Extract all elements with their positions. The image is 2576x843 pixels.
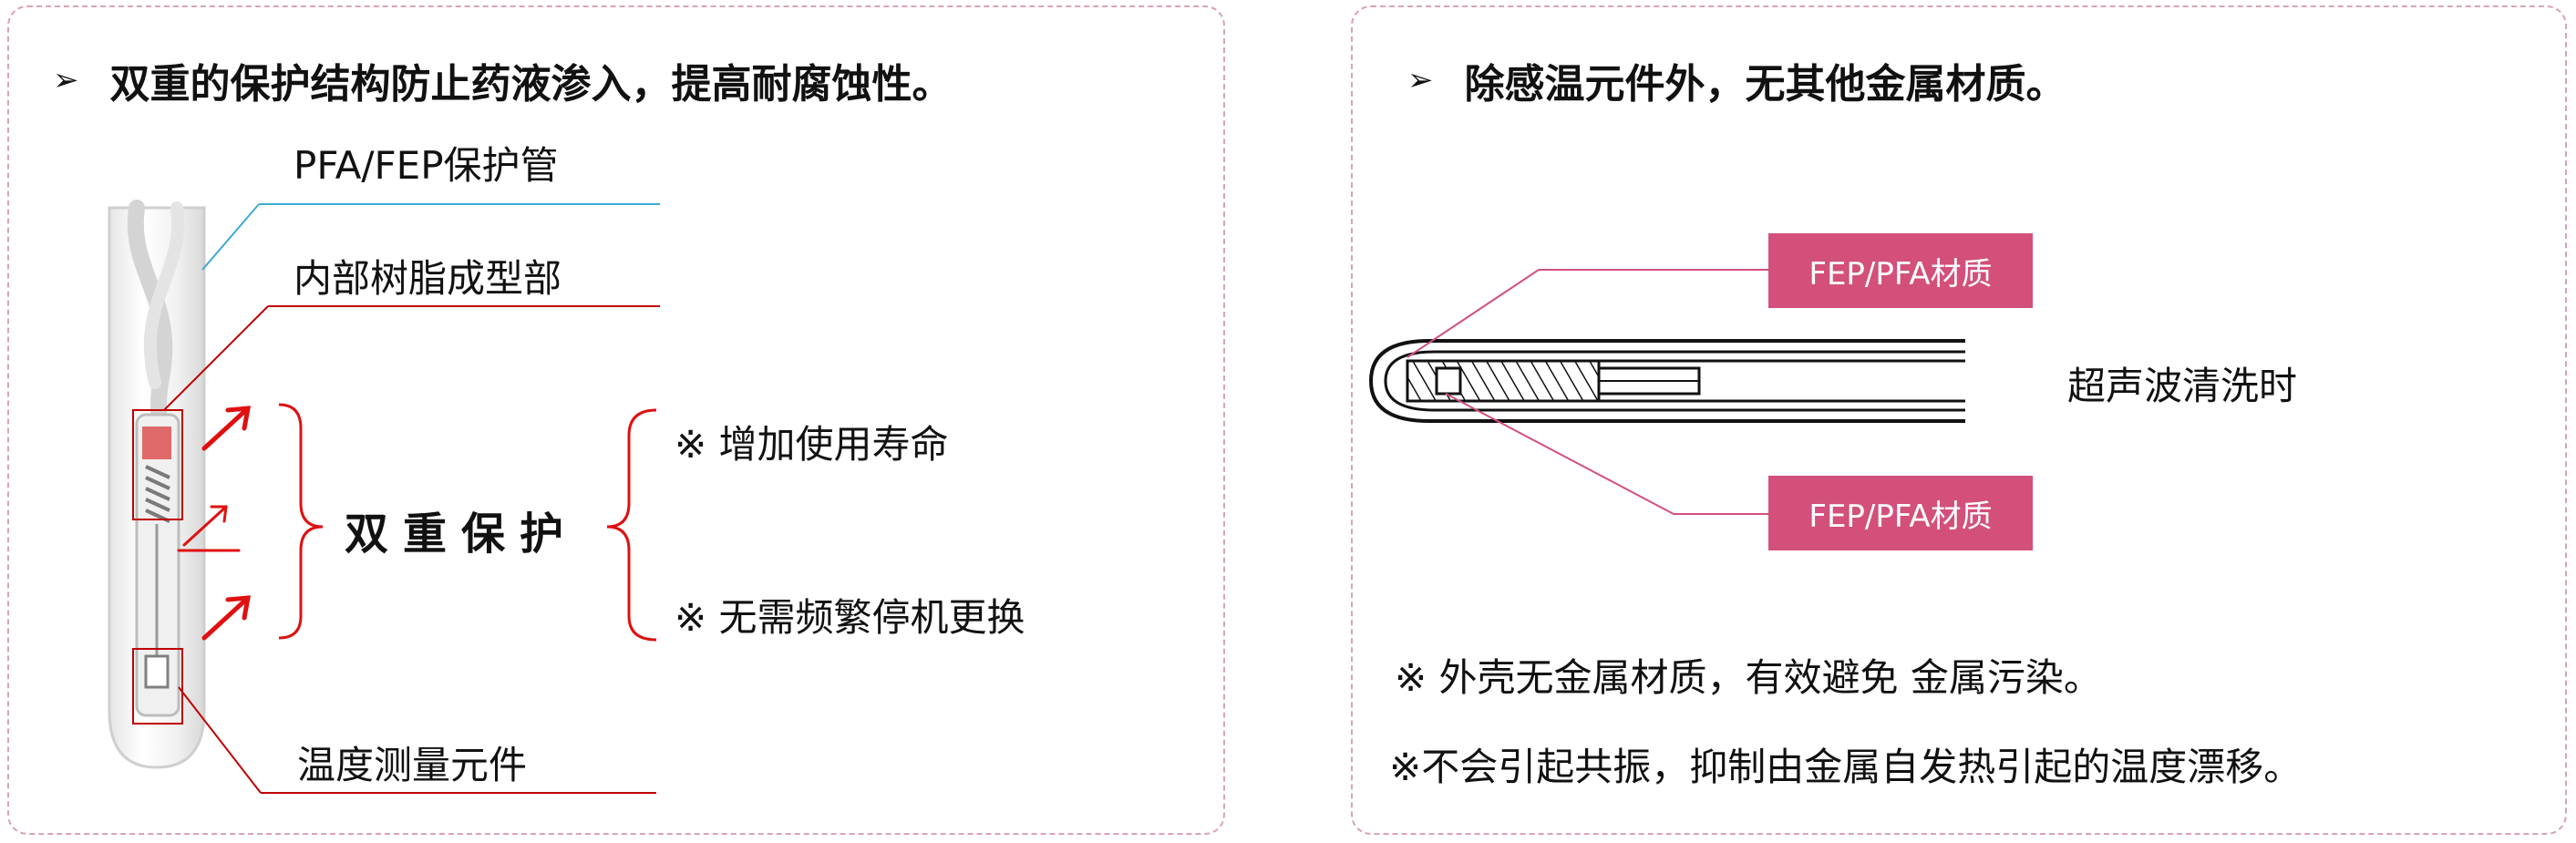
note-longer-life: ※ 增加使用寿命	[675, 422, 949, 467]
note-no-metal-housing: ※ 外壳无金属材质，有效避免 金属污染。	[1395, 655, 2102, 700]
leader-inner-resin	[163, 305, 269, 411]
leader-top-tag	[1406, 269, 1540, 358]
sensor-element-shape	[144, 654, 170, 689]
material-tag-bottom: FEP/PFA材质	[1768, 476, 2033, 550]
outer-sheath	[1368, 339, 1965, 423]
arrow-bullet-icon: ➢	[53, 62, 79, 98]
leader-bottom-tag	[1445, 393, 1674, 515]
ultrasonic-cleaning-label: 超声波清洗时	[2067, 364, 2298, 408]
red-arrow-icon	[201, 595, 252, 641]
red-arrow-icon	[201, 406, 252, 451]
brace-left	[278, 403, 324, 640]
note-no-frequent-replacement: ※ 无需频繁停机更换	[675, 595, 1025, 640]
leader-sensor	[178, 686, 262, 794]
resin-red-band	[142, 427, 171, 459]
label-sensor-element: 温度测量元件	[297, 743, 528, 787]
double-protection-label: 双重保护	[345, 509, 579, 560]
right-heading: ➢ 除感温元件外，无其他金属材质。	[1407, 51, 2066, 109]
red-arrow-small-icon	[177, 505, 241, 552]
note-no-resonance: ※不会引起共振，抑制由金属自发热引起的温度漂移。	[1389, 745, 2303, 789]
probe-cross-section	[1368, 269, 1965, 515]
left-panel	[7, 5, 1225, 835]
right-panel	[1351, 5, 2567, 835]
left-heading: ➢ 双重的保护结构防止药液渗入，提高耐腐蚀性。	[53, 51, 953, 109]
sensor-box	[1435, 366, 1462, 396]
label-protective-tube: PFA/FEP保护管	[294, 143, 559, 188]
label-inner-resin: 内部树脂成型部	[294, 256, 562, 301]
probe-illustration	[108, 200, 660, 794]
left-heading-text: 双重的保护结构防止药液渗入，提高耐腐蚀性。	[109, 61, 953, 108]
right-heading-text: 除感温元件外，无其他金属材质。	[1464, 61, 2066, 108]
leader-protective-tube	[201, 203, 260, 271]
brace-right	[606, 408, 657, 642]
arrow-bullet-icon: ➢	[1407, 62, 1434, 98]
material-tag-top: FEP/PFA材质	[1768, 233, 2033, 308]
